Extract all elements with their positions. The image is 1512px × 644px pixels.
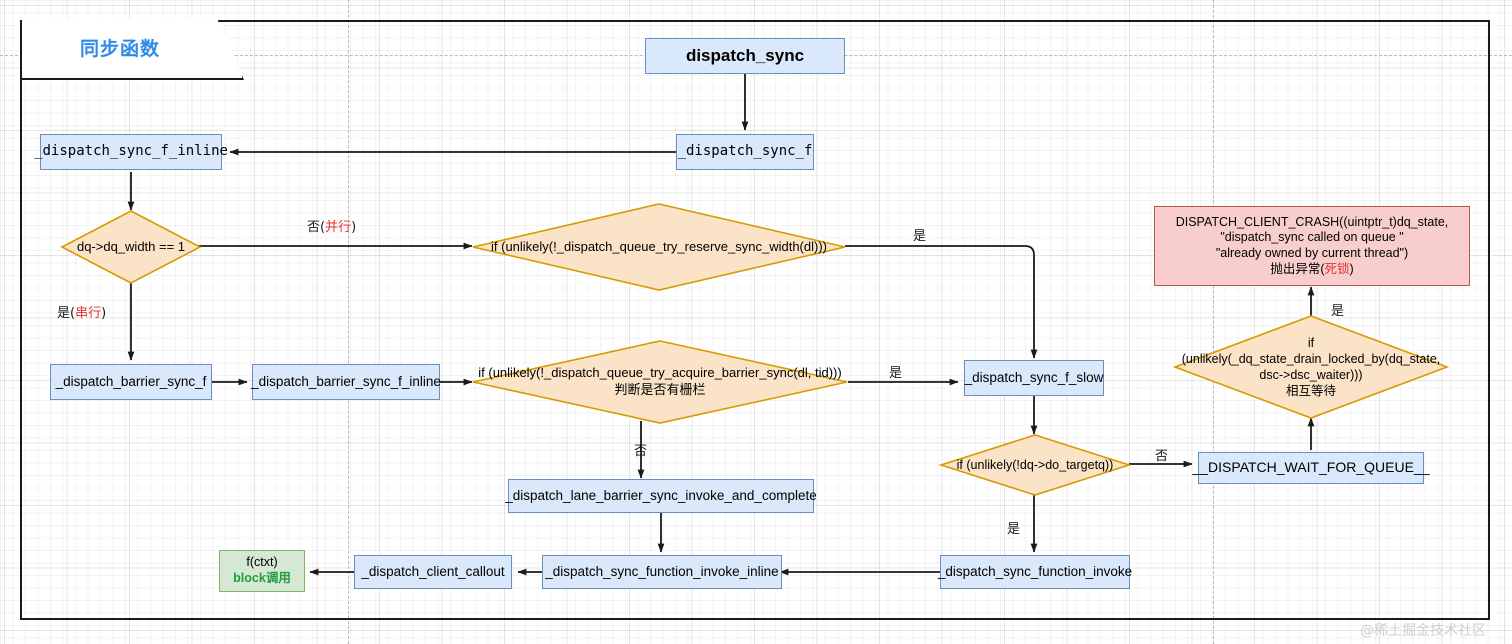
node-dispatch-barrier-sync-f-label: _dispatch_barrier_sync_f [55,373,207,389]
page-break-vertical-2 [1213,0,1214,644]
node-drain-locked-check[interactable]: if (unlikely(_dq_state_drain_locked_by(d… [1172,315,1450,419]
node-acquire-barrier-sync-check[interactable]: if (unlikely(!_dispatch_queue_try_acquir… [472,340,848,424]
node-dispatch-wait-for-queue[interactable]: __DISPATCH_WAIT_FOR_QUEUE__ [1192,452,1430,484]
node-dispatch-barrier-sync-f[interactable]: _dispatch_barrier_sync_f [50,364,212,400]
edge-label-targetq-yes: 是 [1007,522,1021,537]
node-dispatch-sync-function-invoke-inline-label: _dispatch_sync_function_invoke_inline [545,563,779,579]
node-dispatch-client-callout-label: _dispatch_client_callout [361,563,505,579]
node-dispatch-sync-label: dispatch_sync [685,46,805,66]
node-lane-barrier-sync-invoke-label: _dispatch_lane_barrier_sync_invoke_and_c… [505,487,817,503]
crash-line-2: "dispatch_sync called on queue " [1220,230,1404,245]
page-break-vertical-1 [348,0,349,644]
node-dispatch-barrier-sync-f-inline-label: _dispatch_barrier_sync_f_inline [251,373,441,389]
diagram-frame [20,20,1490,620]
edge-label-barrier-yes: 是 [889,366,903,381]
node-block-callout[interactable]: f(ctxt) block调用 [219,550,305,592]
node-dq-width-check[interactable]: dq->dq_width == 1 [60,210,202,284]
node-dispatch-client-crash[interactable]: DISPATCH_CLIENT_CRASH((uintptr_t)dq_stat… [1154,206,1470,286]
node-dispatch-sync-f[interactable]: _dispatch_sync_f [676,134,814,170]
edge-label-drain-yes: 是 [1331,304,1345,319]
node-dispatch-sync-function-invoke[interactable]: _dispatch_sync_function_invoke [937,555,1133,589]
block-line-2: block调用 [233,571,291,585]
edge-label-targetq-no: 否 [1155,449,1169,464]
block-line-1: f(ctxt) [246,555,278,570]
node-reserve-sync-width-check[interactable]: if (unlikely(!_dispatch_queue_try_reserv… [472,203,846,291]
watermark: @稀土掘金技术社区 [1360,623,1486,639]
crash-line-1: DISPATCH_CLIENT_CRASH((uintptr_t)dq_stat… [1175,214,1449,229]
node-dispatch-sync-function-invoke-inline[interactable]: _dispatch_sync_function_invoke_inline [542,555,782,589]
page-title: 同步函数 [80,38,161,60]
edge-label-width-yes: 是(串行) [57,306,107,321]
node-lane-barrier-sync-invoke[interactable]: _dispatch_lane_barrier_sync_invoke_and_c… [505,479,817,513]
edge-label-reserve-yes: 是 [913,229,927,244]
crash-line-4: 抛出异常(死锁) [1270,261,1354,276]
crash-line-3: "already owned by current thread") [1215,246,1409,260]
node-dispatch-sync[interactable]: dispatch_sync [645,38,845,74]
node-dispatch-sync-f-label: _dispatch_sync_f [677,143,813,160]
node-do-targetq-check[interactable]: if (unlikely(!dq->do_targetq)) [938,434,1132,496]
edge-label-barrier-no: 否 [634,444,648,459]
node-dispatch-wait-for-queue-label: __DISPATCH_WAIT_FOR_QUEUE__ [1192,459,1430,476]
edge-label-width-no: 否(并行) [307,220,357,235]
node-dispatch-sync-function-invoke-label: _dispatch_sync_function_invoke [937,563,1133,579]
node-dispatch-sync-f-inline-label: _dispatch_sync_f_inline [34,143,228,160]
node-dispatch-barrier-sync-f-inline[interactable]: _dispatch_barrier_sync_f_inline [251,364,441,400]
node-dispatch-sync-f-slow[interactable]: _dispatch_sync_f_slow [964,360,1104,396]
node-dispatch-sync-f-slow-label: _dispatch_sync_f_slow [964,369,1104,385]
node-dispatch-client-callout[interactable]: _dispatch_client_callout [354,555,512,589]
frame-tab-mask [22,18,218,24]
node-dispatch-sync-f-inline[interactable]: _dispatch_sync_f_inline [34,134,228,170]
